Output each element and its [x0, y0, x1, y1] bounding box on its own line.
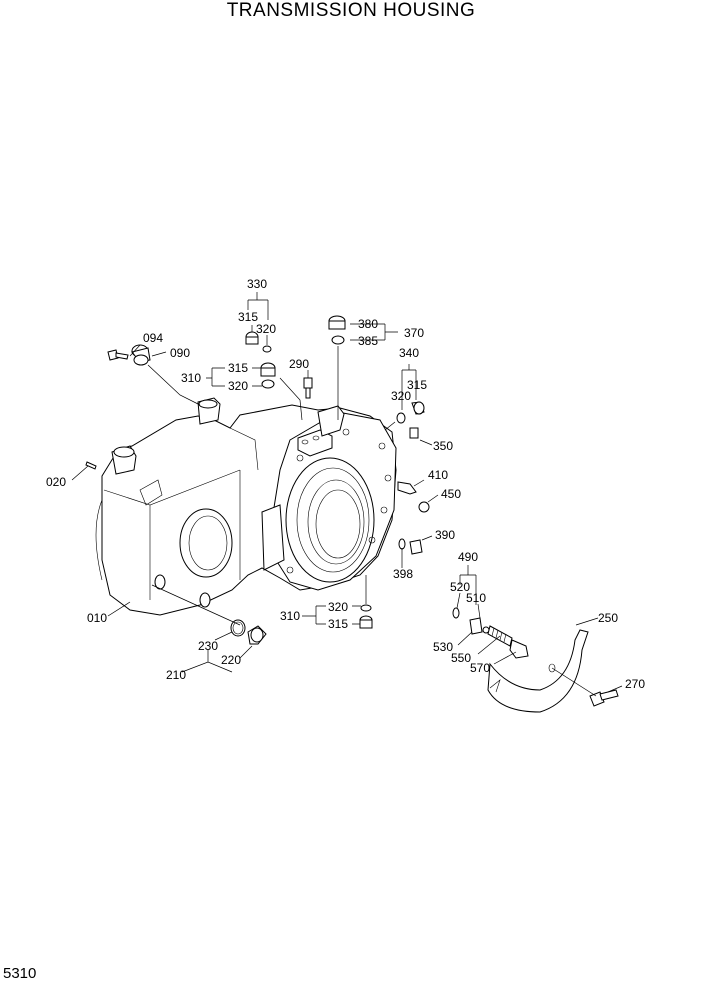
pin-020-icon: [85, 461, 97, 470]
callout-320: 320: [256, 322, 276, 336]
callout-310: 310: [181, 371, 201, 385]
callout-315: 315: [238, 310, 258, 324]
plug-315-top-icon: [245, 331, 259, 345]
callout-094: 094: [143, 331, 163, 345]
o-ring-398-icon: [398, 538, 406, 550]
callout-570: 570: [470, 661, 490, 675]
callout-380: 380: [358, 317, 378, 331]
callout-090: 090: [170, 346, 190, 360]
fitting-290-icon: [303, 377, 313, 399]
plug-220-icon: [247, 625, 267, 645]
plug-315-right-icon: [411, 401, 425, 415]
o-ring-320-top-icon: [262, 345, 272, 353]
plug-530-icon: [469, 617, 483, 635]
o-ring-320-low-icon: [360, 604, 372, 612]
callout-330: 330: [247, 277, 267, 291]
callout-270: 270: [625, 677, 645, 691]
callout-385: 385: [358, 334, 378, 348]
bolt-270-icon: [589, 689, 619, 707]
callout-530: 530: [433, 640, 453, 654]
callout-398: 398: [393, 567, 413, 581]
callout-labels: 330 315 320 380 370 385 094 090 310 315 …: [46, 277, 645, 691]
page-number: 5310: [3, 965, 37, 982]
callout-550: 550: [451, 651, 471, 665]
callout-340: 340: [399, 346, 419, 360]
callout-410: 410: [428, 468, 448, 482]
callout-510: 510: [466, 591, 486, 605]
leader-lines: [71, 292, 623, 697]
callout-310-low: 310: [280, 609, 300, 623]
callout-390: 390: [435, 528, 455, 542]
callout-350: 350: [433, 439, 453, 453]
callout-520: 520: [450, 580, 470, 594]
callout-320-low: 320: [328, 600, 348, 614]
callout-320-mid: 320: [228, 379, 248, 393]
plug-315-low-icon: [359, 615, 373, 629]
plug-390-icon: [409, 539, 423, 555]
callout-315-low: 315: [328, 617, 348, 631]
fitting-570-icon: [509, 639, 529, 659]
callout-315-right: 315: [407, 378, 427, 392]
callout-490: 490: [458, 550, 478, 564]
callout-315-mid: 315: [228, 361, 248, 375]
o-ring-520-icon: [452, 607, 460, 619]
callout-230: 230: [198, 639, 218, 653]
plug-090-icon: [131, 344, 151, 366]
callout-370: 370: [404, 326, 424, 340]
plug-380-icon: [328, 315, 346, 330]
plug-350-icon: [409, 427, 419, 439]
callout-210: 210: [166, 668, 186, 682]
plug-450-icon: [418, 501, 430, 513]
o-ring-385-icon: [331, 335, 345, 345]
cover-250-icon: [487, 629, 589, 713]
callout-020: 020: [46, 475, 66, 489]
callout-010: 010: [87, 611, 107, 625]
callout-220: 220: [221, 653, 241, 667]
bolt-094-icon: [107, 349, 129, 361]
callout-250: 250: [598, 611, 618, 625]
fitting-410-icon: [397, 481, 417, 495]
plug-315-mid-icon: [260, 362, 276, 377]
callout-450: 450: [441, 487, 461, 501]
page-title: TRANSMISSION HOUSING: [226, 0, 476, 21]
o-ring-320-right-icon: [396, 412, 406, 424]
transmission-housing-body: [95, 397, 397, 616]
callout-320-right: 320: [391, 389, 411, 403]
callout-290: 290: [289, 357, 309, 371]
o-ring-320-mid-icon: [261, 379, 275, 389]
